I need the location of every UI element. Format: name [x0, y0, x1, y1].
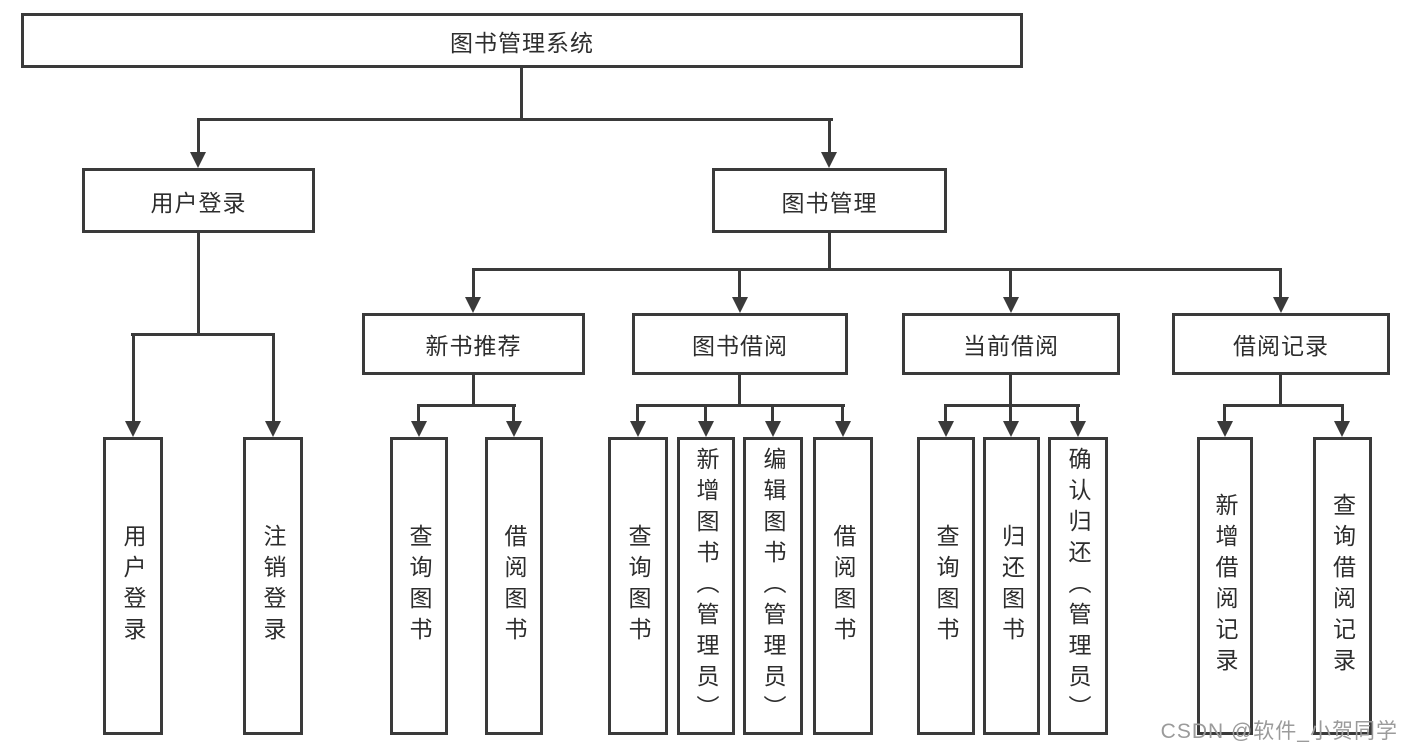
arrowhead-icon	[630, 421, 646, 437]
connector-drop	[1223, 404, 1226, 423]
arrowhead-icon	[265, 421, 281, 437]
node-leaf-user-login: 用户登录	[103, 437, 163, 735]
arrowhead-icon	[1334, 421, 1350, 437]
arrowhead-icon	[506, 421, 522, 437]
node-library-management-system: 图书管理系统	[21, 13, 1023, 68]
connector-crossbar	[636, 404, 845, 407]
node-leaf-logout: 注销登录	[243, 437, 303, 735]
connector-userlogin-crossbar	[131, 333, 275, 336]
node-leaf-borrow-books-recommend: 借阅图书	[485, 437, 543, 735]
connector-drop	[1341, 404, 1344, 423]
arrowhead-icon	[835, 421, 851, 437]
connector-root-crossbar	[197, 118, 833, 121]
connector-crossbar	[1223, 404, 1344, 407]
connector-drop	[828, 118, 831, 154]
arrowhead-icon	[1273, 297, 1289, 313]
arrowhead-icon	[1070, 421, 1086, 437]
connector-drop	[636, 404, 639, 423]
connector-drop	[771, 404, 774, 423]
connector-drop	[417, 404, 420, 423]
connector-drop	[1009, 404, 1012, 423]
arrowhead-icon	[938, 421, 954, 437]
connector-stem	[738, 375, 741, 406]
node-borrowing-records: 借阅记录	[1172, 313, 1390, 375]
connector-stem	[1009, 375, 1012, 406]
connector-crossbar	[944, 404, 1080, 407]
node-current-borrowing: 当前借阅	[902, 313, 1120, 375]
arrowhead-icon	[1003, 297, 1019, 313]
node-leaf-borrow-books-borrowing: 借阅图书	[813, 437, 873, 735]
connector-drop	[197, 118, 200, 154]
arrowhead-icon	[732, 297, 748, 313]
arrowhead-icon	[1217, 421, 1233, 437]
csdn-watermark: CSDN @软件_小贺同学	[1160, 720, 1398, 743]
node-leaf-edit-books-admin: 编辑图书（管理员）	[743, 437, 803, 735]
connector-drop	[1009, 268, 1012, 300]
arrowhead-icon	[465, 297, 481, 313]
node-leaf-query-books-borrowing: 查询图书	[608, 437, 668, 735]
node-user-login: 用户登录	[82, 168, 315, 233]
connector-root-stem	[520, 68, 523, 121]
arrowhead-icon	[765, 421, 781, 437]
connector-drop	[738, 268, 741, 300]
connector-bookmgmt-stem	[828, 233, 831, 270]
arrowhead-icon	[125, 421, 141, 437]
connector-stem	[1279, 375, 1282, 406]
arrowhead-icon	[1003, 421, 1019, 437]
connector-drop	[512, 404, 515, 423]
node-leaf-add-books-admin: 新增图书（管理员）	[677, 437, 735, 735]
node-leaf-return-books: 归还图书	[983, 437, 1040, 735]
connector-drop	[841, 404, 844, 423]
arrowhead-icon	[411, 421, 427, 437]
node-leaf-confirm-return-admin: 确认归还（管理员）	[1048, 437, 1108, 735]
connector-stem	[472, 375, 475, 406]
connector-drop	[272, 333, 275, 423]
connector-drop	[944, 404, 947, 423]
connector-crossbar	[417, 404, 516, 407]
connector-drop	[472, 268, 475, 300]
arrowhead-icon	[821, 152, 837, 168]
arrowhead-icon	[190, 152, 206, 168]
connector-drop	[704, 404, 707, 423]
node-leaf-query-borrow-record: 查询借阅记录	[1313, 437, 1372, 735]
connector-drop	[1076, 404, 1079, 423]
connector-bookmgmt-crossbar	[472, 268, 1282, 271]
connector-drop	[132, 333, 135, 423]
node-book-borrowing: 图书借阅	[632, 313, 848, 375]
node-leaf-query-books-current: 查询图书	[917, 437, 975, 735]
node-book-management: 图书管理	[712, 168, 947, 233]
connector-drop	[1279, 268, 1282, 300]
arrowhead-icon	[698, 421, 714, 437]
node-leaf-query-books-recommend: 查询图书	[390, 437, 448, 735]
connector-userlogin-stem	[197, 233, 200, 335]
node-leaf-add-borrow-record: 新增借阅记录	[1197, 437, 1253, 735]
node-new-book-recommend: 新书推荐	[362, 313, 585, 375]
